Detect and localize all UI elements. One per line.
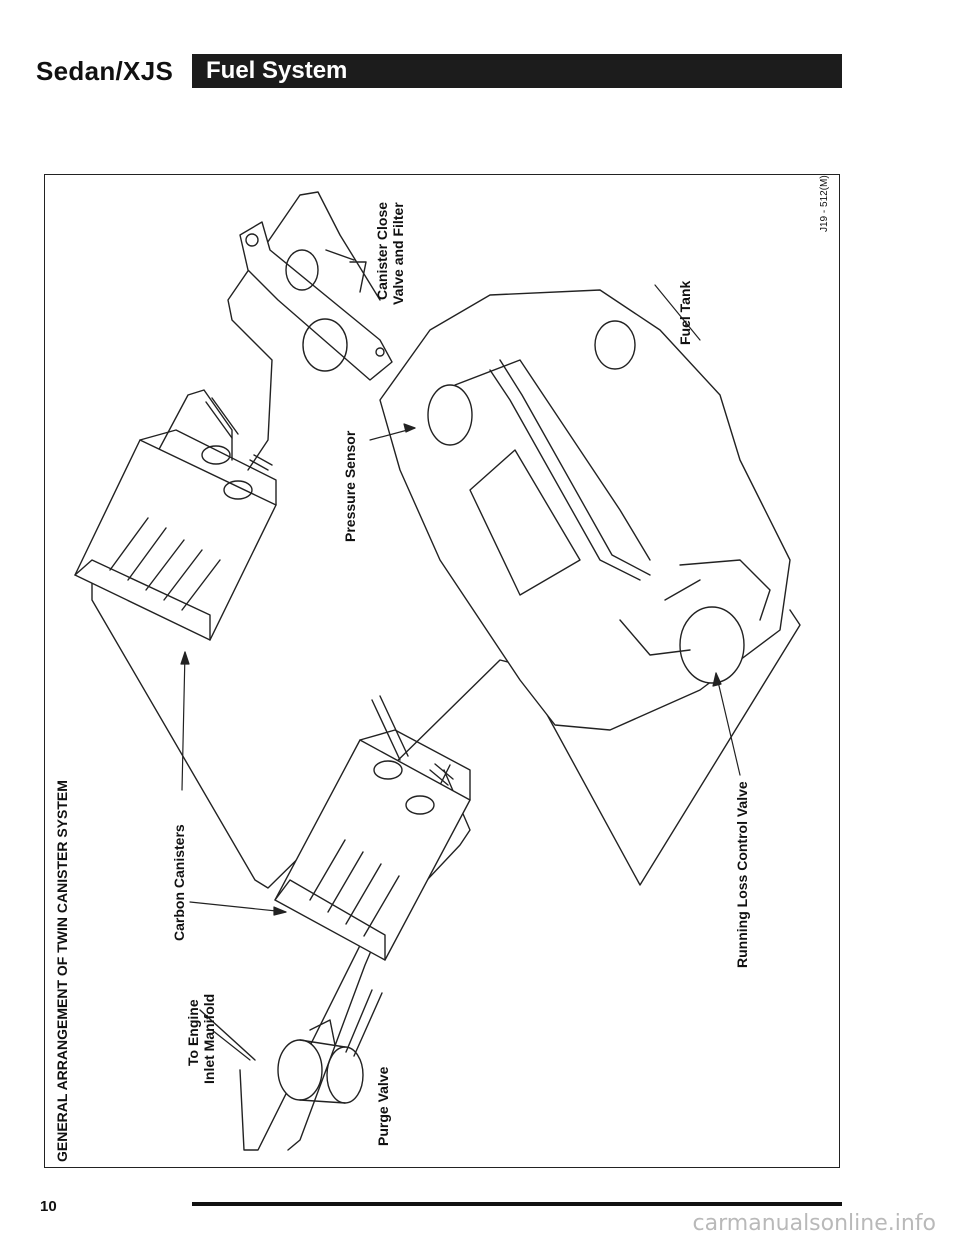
canister-close-valve <box>239 221 393 381</box>
label-to-engine-2: Inlet Manifold <box>201 993 217 1084</box>
fuel-tank <box>379 289 791 731</box>
vent-hose-upper <box>227 191 381 471</box>
leader-lines <box>180 284 741 1061</box>
footer-rule <box>192 1202 842 1206</box>
header-section-title: Fuel System <box>206 57 348 84</box>
diagram-reference: J19 - 512(M) <box>819 175 830 232</box>
header-bar: Fuel System <box>192 54 842 88</box>
label-purge-valve: Purge Valve <box>375 1066 391 1146</box>
label-running-loss: Running Loss Control Valve <box>734 781 750 968</box>
diagram-frame <box>44 174 840 1168</box>
label-to-engine-1: To Engine <box>185 999 201 1066</box>
label-pressure-sensor: Pressure Sensor <box>342 430 358 542</box>
label-canister-close-1: Canister Close <box>374 201 390 300</box>
diagram-title: GENERAL ARRANGEMENT OF TWIN CANISTER SYS… <box>54 780 70 1162</box>
header-model: Sedan/XJS <box>36 56 174 86</box>
label-canister-close-2: Valve and Filter <box>390 202 406 305</box>
label-fuel-tank: Fuel Tank <box>677 280 693 345</box>
label-carbon-canisters: Carbon Canisters <box>171 824 187 941</box>
carbon-canister-top <box>74 397 277 641</box>
purge-hose <box>199 989 383 1061</box>
carbon-canister-bottom <box>274 695 471 961</box>
purge-valve <box>277 1019 364 1104</box>
watermark: carmanualsonline.info <box>692 1211 936 1236</box>
page-number: 10 <box>40 1198 57 1215</box>
